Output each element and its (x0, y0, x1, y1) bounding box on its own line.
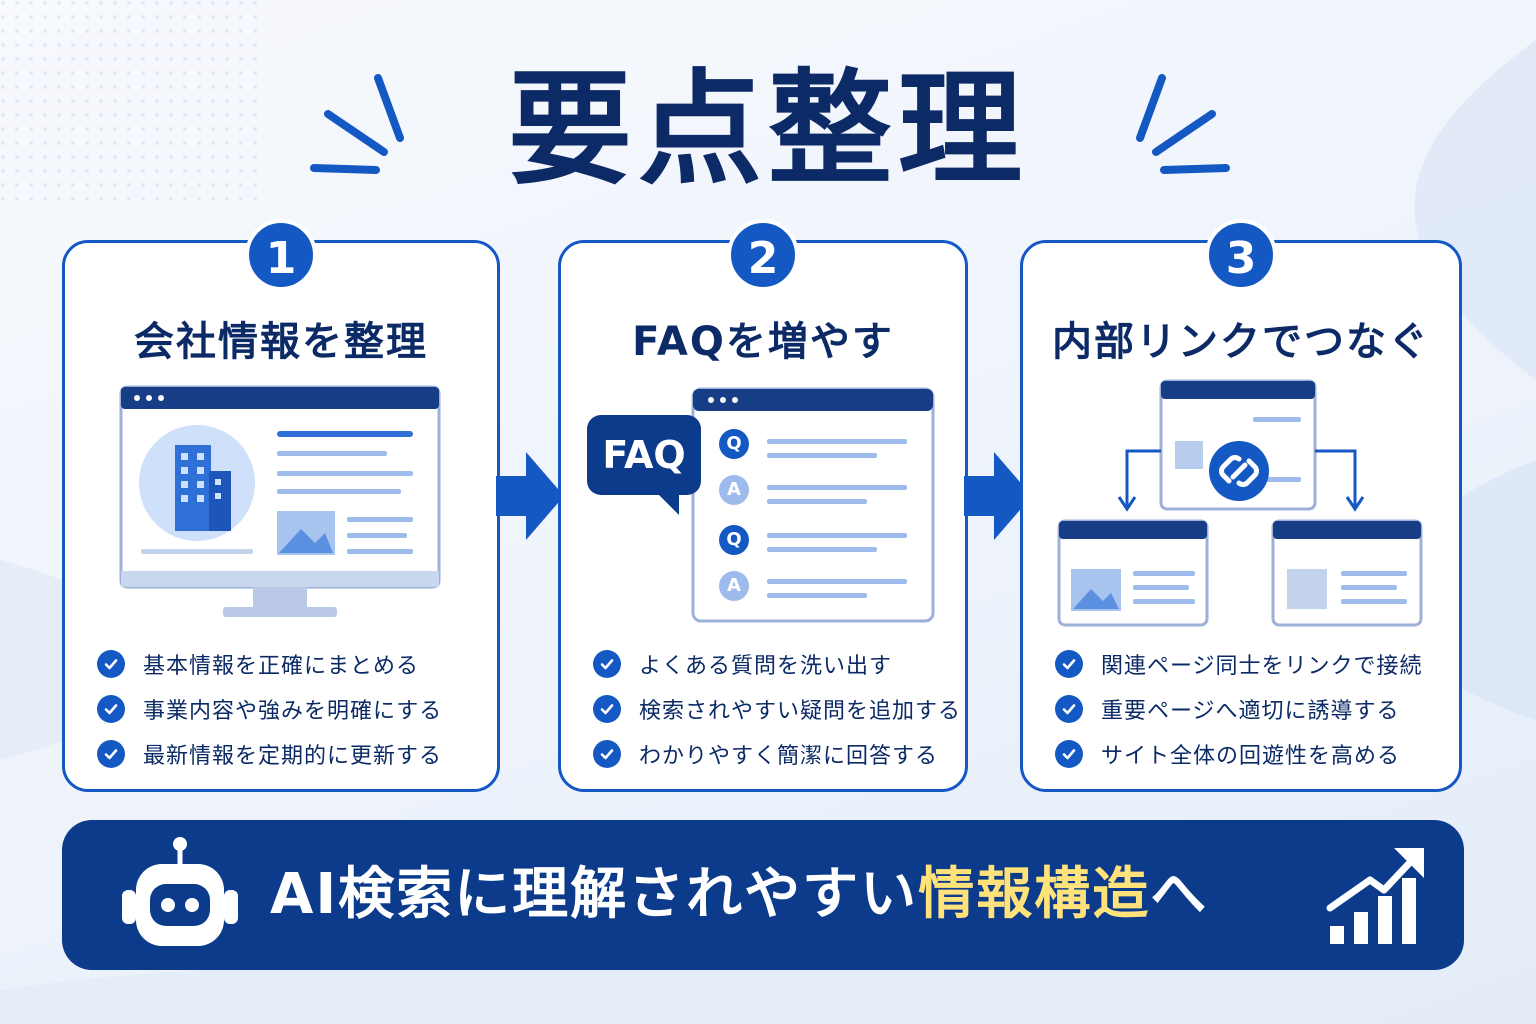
check-item: 事業内容や強みを明確にする (97, 686, 442, 731)
growth-chart-icon (1326, 848, 1424, 944)
check-icon (1055, 739, 1083, 768)
check-item: 検索されやすい疑問を追加する (593, 686, 961, 731)
check-text: わかりやすく簡潔に回答する (639, 743, 939, 769)
check-icon (97, 649, 125, 678)
check-text: 関連ページ同士をリンクで接続 (1101, 653, 1423, 679)
burst-lines-right-icon (1136, 74, 1230, 174)
check-icon (97, 739, 125, 768)
robot-icon (122, 837, 238, 946)
conclusion-banner: AI検索に理解されやすい情報構造へ (62, 820, 1464, 970)
q-icon: Q (719, 525, 749, 555)
check-icon (593, 694, 621, 723)
check-item: 重要ページへ適切に誘導する (1055, 686, 1423, 731)
checklist: 基本情報を正確にまとめる 事業内容や強みを明確にする 最新情報を定期的に更新する (97, 641, 442, 776)
check-icon (593, 649, 621, 678)
banner-text-highlight: 情報構造 (918, 862, 1151, 927)
step-number-badge: 2 (727, 219, 799, 291)
step-title: 会社情報を整理 (134, 319, 428, 365)
page-title: 要点整理 (507, 58, 1028, 202)
check-icon (1055, 694, 1083, 723)
check-text: 基本情報を正確にまとめる (143, 653, 420, 679)
burst-lines-left-icon (310, 74, 404, 174)
step-card-2: 2 FAQを増やす Q A Q A FAQ よくある質問を洗い出す 検索されやす… (558, 219, 968, 792)
check-text: 重要ページへ適切に誘導する (1101, 698, 1400, 724)
arrow-right-icon (496, 452, 564, 540)
banner-text-main: AI検索に理解されやすい (270, 862, 919, 927)
check-item: 最新情報を定期的に更新する (97, 731, 442, 776)
checklist: 関連ページ同士をリンクで接続 重要ページへ適切に誘導する サイト全体の回遊性を高… (1055, 641, 1423, 776)
check-text: 検索されやすい疑問を追加する (639, 698, 962, 724)
monitor-with-building-icon (119, 385, 441, 617)
faq-bubble-label: FAQ (602, 433, 686, 477)
a-icon: A (719, 571, 749, 601)
check-text: 事業内容や強みを明確にする (143, 698, 443, 724)
step-title: FAQを増やす (632, 319, 894, 365)
banner-text: AI検索に理解されやすい情報構造へ (270, 820, 1208, 970)
check-icon (593, 739, 621, 768)
check-icon (97, 694, 125, 723)
check-item: サイト全体の回遊性を高める (1055, 731, 1423, 776)
check-icon (1055, 649, 1083, 678)
step-number-badge: 3 (1205, 219, 1277, 291)
linked-pages-icon (1057, 379, 1423, 627)
q-icon: Q (719, 429, 749, 459)
check-item: よくある質問を洗い出す (593, 641, 961, 686)
check-text: サイト全体の回遊性を高める (1101, 743, 1401, 769)
check-text: よくある質問を洗い出す (639, 653, 893, 679)
faq-window-icon (691, 387, 935, 623)
checklist: よくある質問を洗い出す 検索されやすい疑問を追加する わかりやすく簡潔に回答する (593, 641, 961, 776)
step-title: 内部リンクでつなぐ (1052, 319, 1430, 365)
check-text: 最新情報を定期的に更新する (143, 743, 443, 769)
banner-text-end: へ (1150, 862, 1209, 927)
step-card-1: 1 会社情報を整理 基本情報を正確にまとめる (62, 219, 500, 792)
a-icon: A (719, 475, 749, 505)
check-item: わかりやすく簡潔に回答する (593, 731, 961, 776)
arrow-right-icon (964, 452, 1032, 540)
step-card-3: 3 内部リンクでつなぐ (1020, 219, 1462, 792)
check-item: 関連ページ同士をリンクで接続 (1055, 641, 1423, 686)
check-item: 基本情報を正確にまとめる (97, 641, 442, 686)
speech-bubble-icon (587, 415, 701, 515)
step-number-badge: 1 (245, 219, 317, 291)
